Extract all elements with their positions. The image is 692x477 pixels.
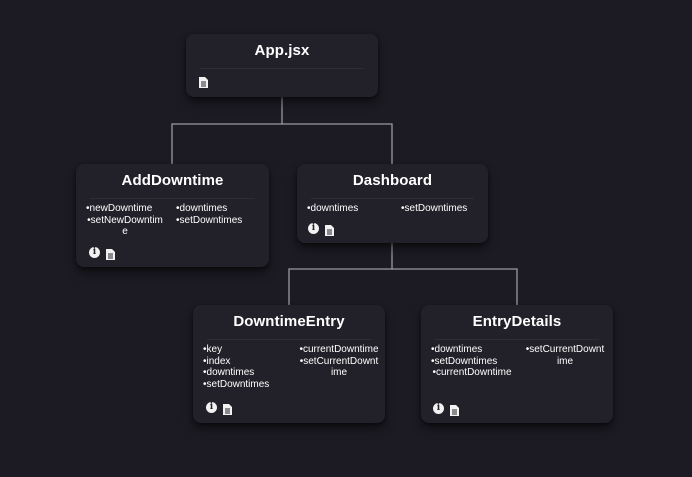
prop-item: •setDowntimes xyxy=(431,355,498,367)
node-divider xyxy=(435,339,599,340)
node-title: AddDowntime xyxy=(121,172,224,189)
node-divider xyxy=(207,339,371,340)
edge-dashboard-to-entrydetails xyxy=(392,268,518,305)
node-divider xyxy=(90,198,255,199)
node-title: Dashboard xyxy=(352,172,433,189)
info-icon[interactable]: i xyxy=(433,403,444,414)
prop-item: •setNewDowntime xyxy=(87,214,163,238)
node-downtimeentry[interactable]: DowntimeEntry •key •index •downtimes •se… xyxy=(193,305,385,423)
prop-item: •downtimes xyxy=(307,203,359,214)
node-entrydetails[interactable]: EntryDetails •downtimes •setDowntimes •c… xyxy=(421,305,613,423)
node-title: EntryDetails xyxy=(472,313,562,330)
prop-item: •downtimes xyxy=(203,367,255,378)
node-props: •newDowntime •setNewDowntime •downtimes … xyxy=(76,199,269,238)
prop-item: •newDowntime xyxy=(86,203,153,214)
prop-item: •downtimes xyxy=(176,203,228,214)
edge-dashboard-to-downtimeentry xyxy=(288,243,393,305)
document-icon[interactable] xyxy=(106,247,115,260)
node-title: DowntimeEntry xyxy=(233,313,345,330)
document-icon[interactable] xyxy=(450,403,459,416)
node-divider xyxy=(311,198,474,199)
document-icon[interactable] xyxy=(199,75,208,88)
node-adddowntime[interactable]: AddDowntime •newDowntime •setNewDowntime… xyxy=(76,164,269,267)
prop-item: •setDowntimes xyxy=(401,203,468,214)
info-icon[interactable]: i xyxy=(206,402,217,413)
prop-item: •index xyxy=(203,355,231,367)
prop-item: •setDowntimes xyxy=(176,214,243,226)
document-icon[interactable] xyxy=(223,402,232,415)
node-props: •key •index •downtimes •setDowntimes •cu… xyxy=(193,340,385,390)
info-icon[interactable]: i xyxy=(89,247,100,258)
prop-item: •key xyxy=(203,344,223,355)
node-props: •downtimes •setDowntimes xyxy=(297,199,488,215)
prop-item: •currentDowntime xyxy=(299,344,379,355)
prop-item: •downtimes xyxy=(431,344,483,355)
edge-app-to-adddowntime xyxy=(171,97,283,164)
prop-item: •setCurrentDowntime xyxy=(525,344,605,367)
info-icon[interactable]: i xyxy=(308,223,319,234)
node-app[interactable]: App.jsx xyxy=(186,34,378,97)
node-props: •downtimes •setDowntimes •currentDowntim… xyxy=(421,340,613,379)
node-dashboard[interactable]: Dashboard •downtimes •setDowntimes i xyxy=(297,164,488,243)
edge-app-to-dashboard xyxy=(282,123,393,164)
node-divider xyxy=(200,68,364,69)
document-icon[interactable] xyxy=(325,223,334,236)
prop-item: •currentDowntime xyxy=(432,367,512,378)
prop-item: •setCurrentDowntime xyxy=(299,355,379,379)
prop-item: •setDowntimes xyxy=(203,378,270,390)
node-title: App.jsx xyxy=(254,42,310,59)
